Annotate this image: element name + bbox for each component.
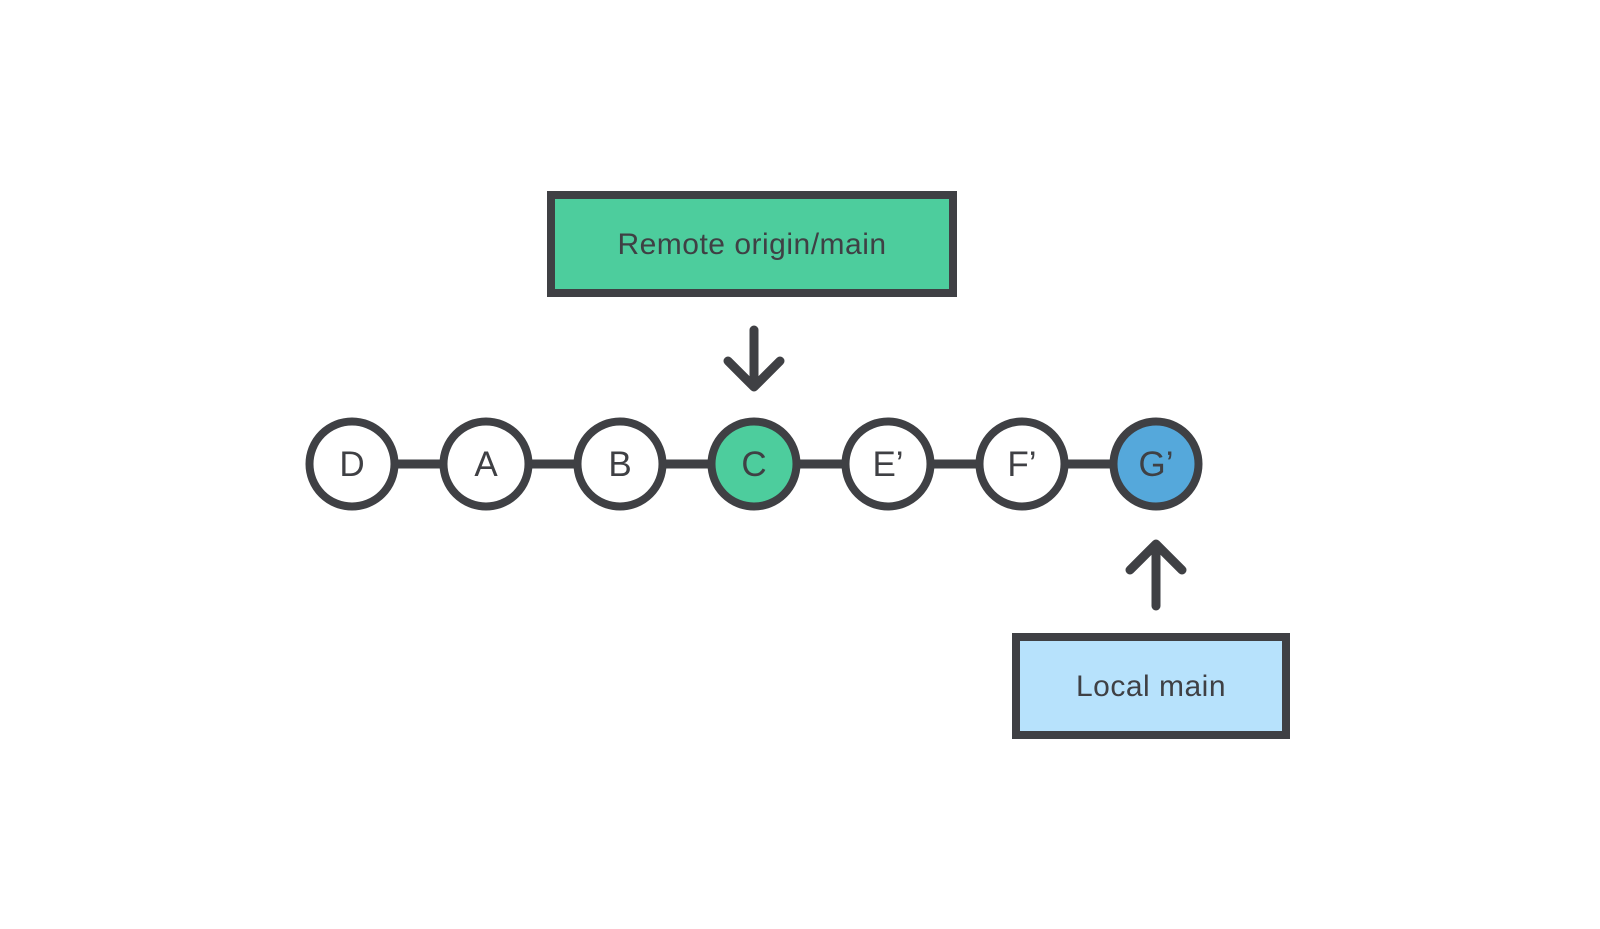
remote-branch-label: Remote origin/main [617,228,886,261]
commit-node-F-prime: F’ [975,417,1069,511]
local-branch-label-box: Local main [1012,633,1290,739]
commit-circle-A [439,417,533,511]
local-branch-label: Local main [1076,670,1226,703]
commit-circle-F-prime [975,417,1069,511]
commit-node-D: D [305,417,399,511]
commit-circle-B [573,417,667,511]
arrow-up-icon [1125,539,1187,611]
commit-node-E-prime: E’ [841,417,935,511]
local-branch-label-box-rect [1012,633,1290,739]
commit-circle-G-prime [1109,417,1203,511]
commit-label-C: C [741,445,766,484]
commit-label-D: D [339,445,364,484]
commit-circle-D [305,417,399,511]
commit-label-F-prime: F’ [1007,445,1036,484]
arrow-down-icon [723,325,785,392]
commit-circle-E-prime [841,417,935,511]
commit-label-E-prime: E’ [872,445,903,484]
commit-label-A: A [474,445,498,484]
commit-node-G-prime: G’ [1109,417,1203,511]
remote-branch-label-box-rect [547,191,957,297]
commit-node-A: A [439,417,533,511]
arrow-down-head [723,356,785,392]
commit-circle-C [707,417,801,511]
commit-label-G-prime: G’ [1139,445,1174,484]
remote-branch-label-box: Remote origin/main [547,191,957,297]
commit-label-B: B [608,445,631,484]
arrow-up-head [1125,539,1187,575]
commit-node-C: C [707,417,801,511]
commit-node-B: B [573,417,667,511]
